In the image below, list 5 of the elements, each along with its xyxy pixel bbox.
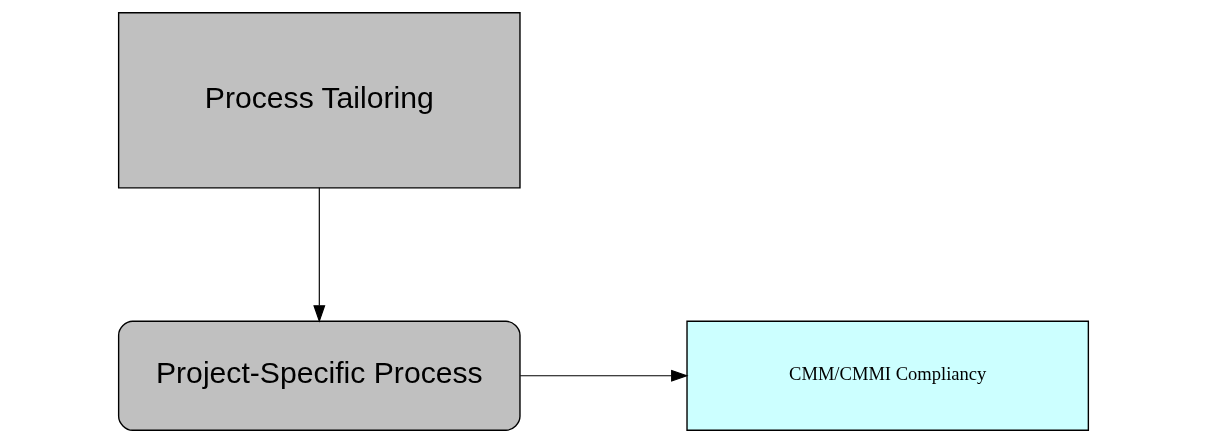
node-box: Process Tailoring xyxy=(117,12,521,189)
node-box: Project-Specific Process xyxy=(117,320,521,431)
arrow xyxy=(312,187,325,323)
node-box: CMM/CMMI Compliancy xyxy=(685,320,1089,431)
arrow xyxy=(519,369,688,382)
